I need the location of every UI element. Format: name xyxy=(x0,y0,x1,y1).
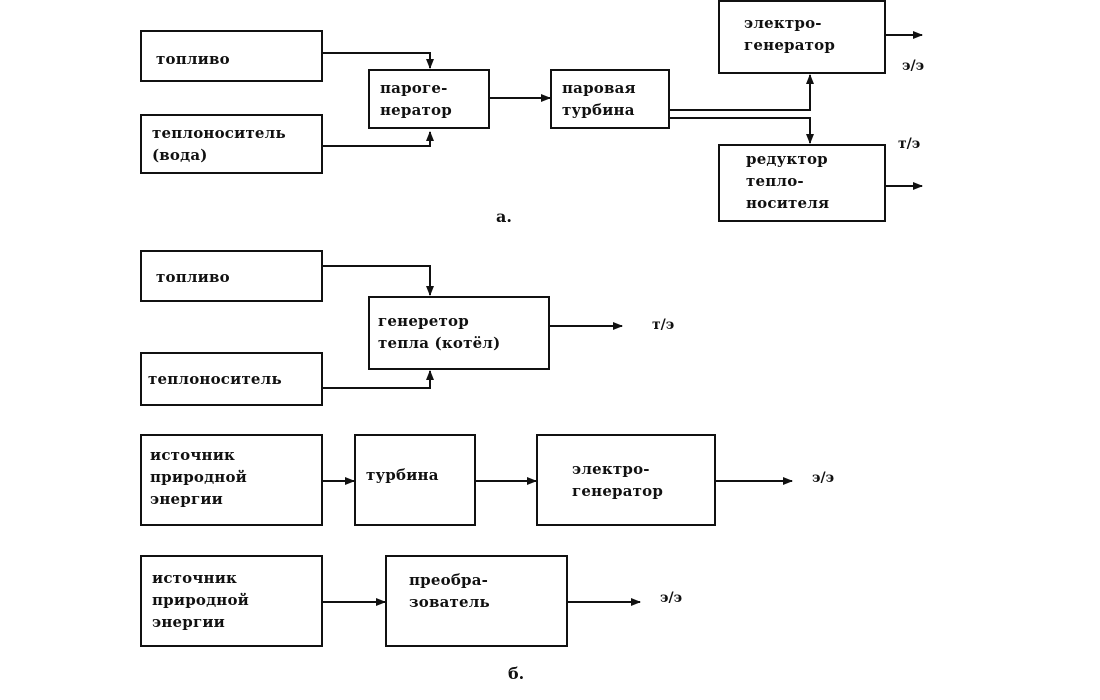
natural-source-label-1: источник природной энергии xyxy=(150,446,247,508)
electro-generator-box-a: электро- генератор xyxy=(718,0,886,74)
fuel-box-b: топливо xyxy=(140,250,323,302)
arrow-turbine-to-reducer xyxy=(670,117,814,144)
coolant-label-b: теплоноситель xyxy=(148,370,282,388)
arrow-fuel-to-steam-generator xyxy=(322,52,434,69)
steam-generator-box: пароге- нератор xyxy=(368,69,490,129)
steam-turbine-label: паровая турбина xyxy=(562,79,636,119)
steam-generator-label: пароге- нератор xyxy=(380,79,452,119)
turbine-label: турбина xyxy=(366,466,439,484)
output-heat-label-b: т/э xyxy=(652,317,675,333)
coolant-box-b: теплоноситель xyxy=(140,352,323,406)
output-heat-label-a: т/э xyxy=(898,136,921,152)
fuel-label-a: топливо xyxy=(156,50,230,68)
electro-generator-label-b: электро- генератор xyxy=(572,460,664,500)
arrow-fuel-to-heat-generator xyxy=(322,265,434,296)
caption-a: а. xyxy=(496,207,512,226)
arrow-coolant-to-steam-generator xyxy=(322,131,434,147)
fuel-box-a: топливо xyxy=(140,30,323,82)
electro-generator-label-a: электро- генератор xyxy=(744,14,836,54)
turbine-box: турбина xyxy=(354,434,476,526)
converter-label: преобра- зователь xyxy=(409,571,490,611)
heat-generator-box: генеретор тепла (котёл) xyxy=(368,296,550,370)
natural-source-box-1: источник природной энергии xyxy=(140,434,323,526)
output-electric-label-a: э/э xyxy=(902,58,925,74)
output-electric-label-b1: э/э xyxy=(812,470,835,486)
coolant-reducer-box: редуктор тепло- носителя xyxy=(718,144,886,222)
natural-source-box-2: источник природной энергии xyxy=(140,555,323,647)
natural-source-label-2: источник природной энергии xyxy=(152,569,249,631)
electro-generator-box-b: электро- генератор xyxy=(536,434,716,526)
coolant-box-a: теплоноситель (вода) xyxy=(140,114,323,174)
output-electric-label-b2: э/э xyxy=(660,590,683,606)
heat-generator-label: генеретор тепла (котёл) xyxy=(378,312,501,352)
fuel-label-b: топливо xyxy=(156,268,230,286)
steam-turbine-box: паровая турбина xyxy=(550,69,670,129)
arrow-turbine-to-electro-generator xyxy=(670,74,814,111)
converter-box: преобра- зователь xyxy=(385,555,568,647)
coolant-reducer-label: редуктор тепло- носителя xyxy=(746,150,830,212)
caption-b: б. xyxy=(508,664,525,683)
arrow-coolant-to-heat-generator xyxy=(322,370,434,389)
coolant-label-a: теплоноситель (вода) xyxy=(152,124,286,164)
